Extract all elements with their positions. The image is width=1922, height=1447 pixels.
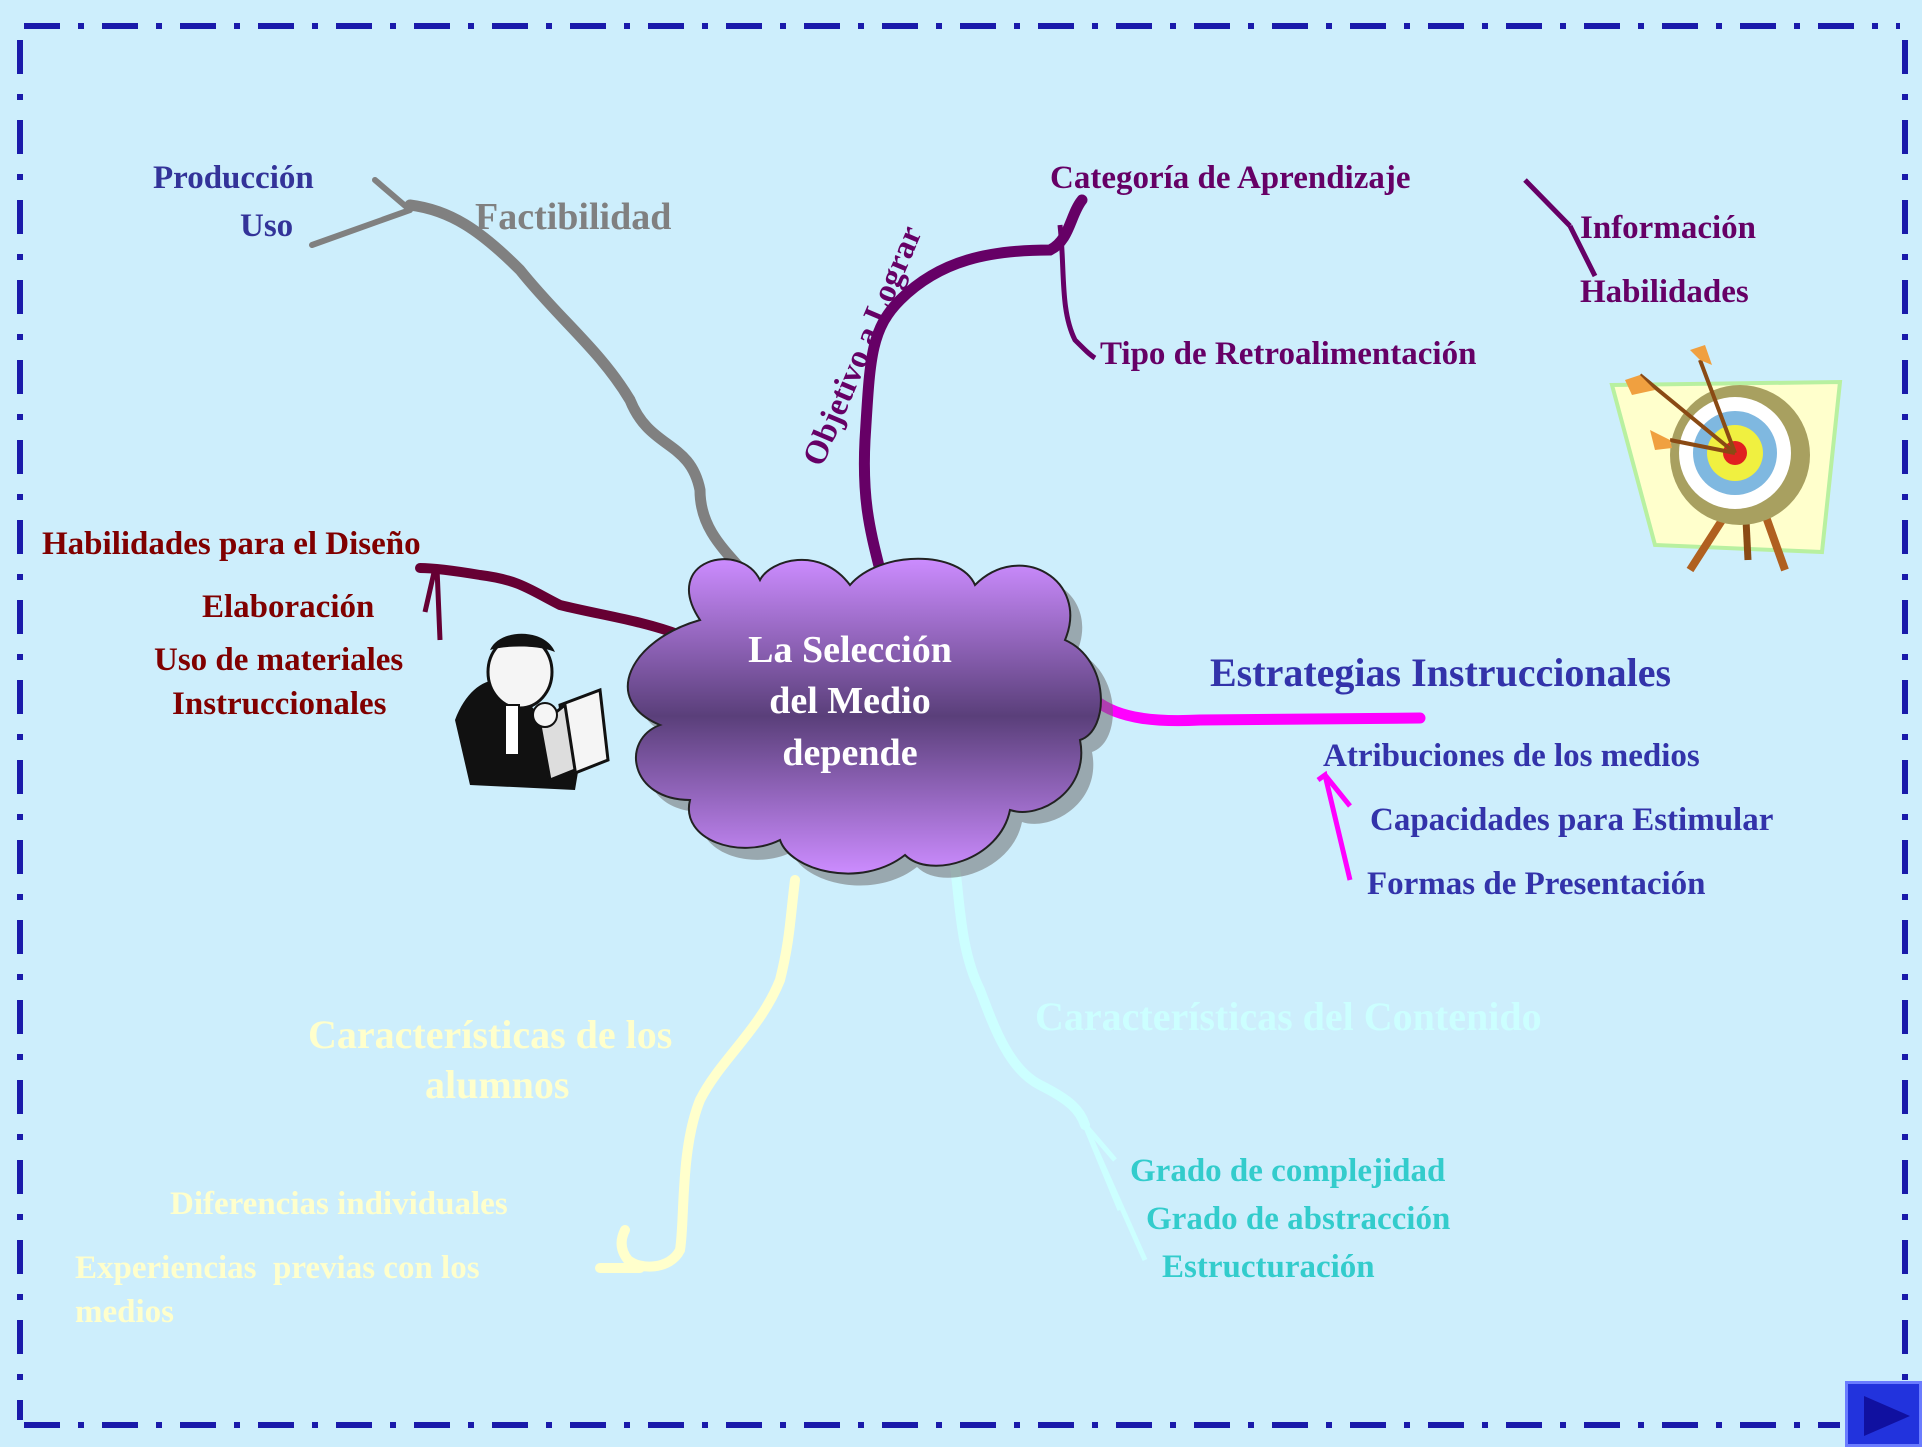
contenido-title: Características del Contenido [1035,994,1542,1039]
center-line-1: La Selección [748,629,952,671]
estrategias-branch [1089,694,1426,727]
next-slide-button[interactable] [1845,1381,1922,1447]
estrategias-item-3: Formas de Presentación [1367,866,1706,902]
objetivo-sub-branch [1057,224,1097,361]
diseno-sub-branch [422,567,443,641]
factibilidad-title: Factibilidad [475,196,672,238]
objetivo-sub-item-2: Habilidades [1580,274,1749,310]
frame-border [17,23,1908,1428]
diseno-item-2: Uso de materiales [154,642,404,678]
factibilidad-item-2: Uso [240,208,294,244]
center-text: La Selección del Medio depende [690,625,1010,779]
man-reading-icon [455,633,610,790]
next-arrow-icon [1864,1396,1910,1436]
estrategias-sub-branch [1316,770,1353,881]
diseno-branch [415,563,685,640]
diseno-item-3: Instruccionales [172,686,387,722]
contenido-sub-branch [1082,1123,1148,1262]
alumnos-item-1: Diferencias individuales [170,1186,508,1222]
factibilidad-item-1: Producción [153,160,314,196]
diseno-item-1: Elaboración [202,589,375,625]
objetivo-sub-item-1: Información [1580,210,1756,246]
alumnos-item-3: medios [75,1294,174,1330]
alumnos-branch [595,875,800,1273]
contenido-item-2: Grado de abstracción [1146,1201,1451,1237]
factibilidad-branch [404,199,776,611]
contenido-item-1: Grado de complejidad [1130,1153,1446,1189]
tipo-retroalimentacion: Tipo de Retroalimentación [1100,336,1477,372]
diseno-title: Habilidades para el Diseño [42,526,421,562]
alumnos-item-2: Experiencias previas con los [75,1250,480,1286]
categoria-aprendizaje: Categoría de Aprendizaje [1050,160,1411,196]
estrategias-title: Estrategias Instruccionales [1210,650,1672,695]
info-sub-branch [1523,178,1598,278]
estrategias-item-2: Capacidades para Estimular [1370,802,1774,838]
central-cloud [627,557,1113,886]
target-arrows-icon [1609,345,1843,573]
alumnos-title-2: alumnos [425,1062,570,1107]
contenido-branch [950,863,1090,1130]
contenido-item-3: Estructuración [1162,1249,1375,1285]
objetivo-branch [858,194,1088,576]
estrategias-item-1: Atribuciones de los medios [1323,738,1700,774]
factibilidad-sub-branch [309,177,413,248]
center-line-3: depende [782,731,918,774]
alumnos-title-1: Características de los [308,1012,673,1057]
center-line-2: del Medio [769,680,931,723]
